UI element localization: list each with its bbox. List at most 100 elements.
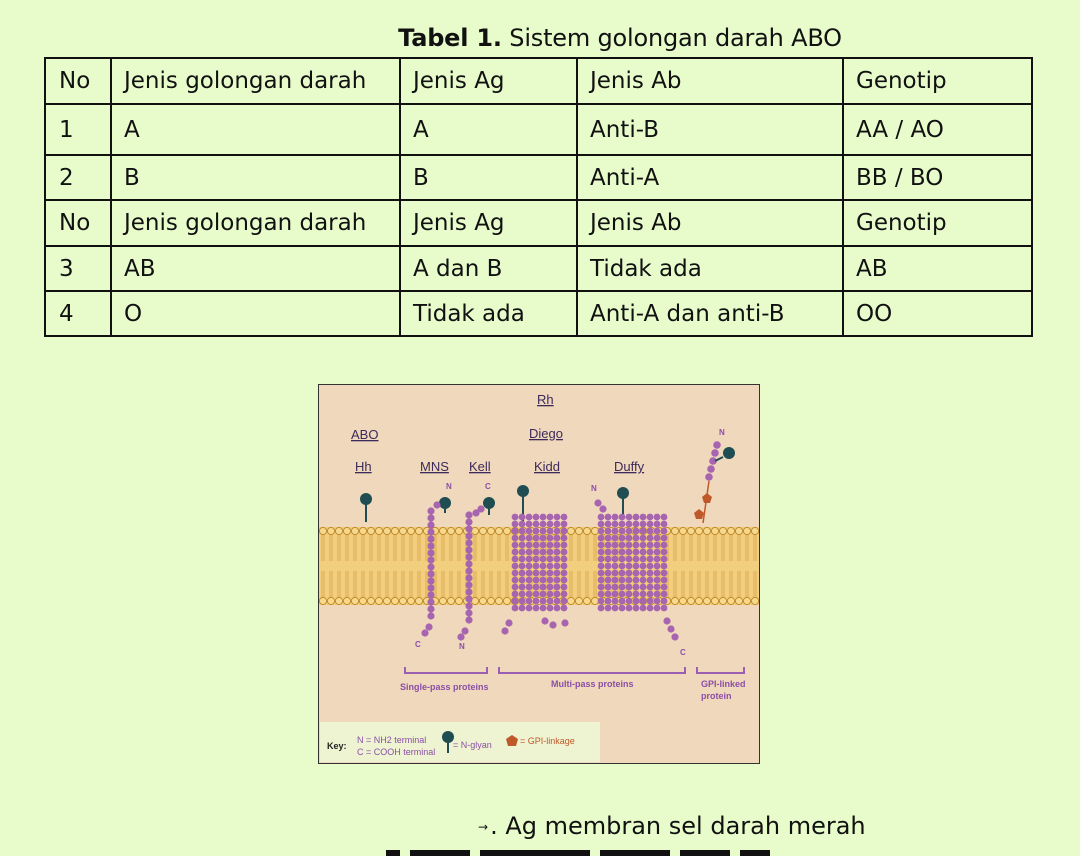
amino-acid-bead bbox=[604, 604, 612, 612]
amino-acid-bead bbox=[625, 527, 633, 535]
lipid-head bbox=[686, 596, 696, 606]
amino-acid-bead bbox=[539, 569, 547, 577]
amino-acid-bead bbox=[546, 520, 554, 528]
table-cell: A bbox=[110, 103, 401, 156]
amino-acid-bead bbox=[618, 527, 626, 535]
amino-acid-bead bbox=[546, 604, 554, 612]
amino-acid-bead bbox=[553, 548, 561, 556]
amino-acid-bead bbox=[532, 513, 540, 521]
lipid-head bbox=[334, 596, 344, 606]
amino-acid-bead bbox=[625, 520, 633, 528]
amino-acid-bead bbox=[539, 583, 547, 591]
amino-acid-bead bbox=[660, 527, 668, 535]
table-cell: A bbox=[399, 103, 578, 156]
lipid-head bbox=[718, 526, 728, 536]
amino-acid-bead bbox=[632, 548, 640, 556]
glycan-head bbox=[517, 485, 529, 497]
amino-acid-bead bbox=[707, 465, 715, 473]
amino-acid-bead bbox=[539, 513, 547, 521]
amino-acid-bead bbox=[532, 541, 540, 549]
table-row: 4 O Tidak ada Anti-A dan anti-B OO bbox=[44, 290, 1033, 337]
amino-acid-bead bbox=[625, 597, 633, 605]
amino-acid-bead bbox=[604, 590, 612, 598]
amino-acid-bead bbox=[618, 548, 626, 556]
lipid-head bbox=[702, 526, 712, 536]
table-cell: BB / BO bbox=[842, 154, 1033, 201]
amino-acid-bead bbox=[553, 541, 561, 549]
amino-acid-bead bbox=[646, 534, 654, 542]
amino-acid-bead bbox=[604, 597, 612, 605]
amino-acid-bead bbox=[639, 520, 647, 528]
amino-acid-bead bbox=[546, 576, 554, 584]
amino-acid-bead bbox=[639, 590, 647, 598]
amino-acid-bead bbox=[639, 569, 647, 577]
amino-acid-bead bbox=[611, 583, 619, 591]
amino-acid-bead bbox=[560, 576, 568, 584]
single-pass-label: Single-pass proteins bbox=[400, 682, 489, 692]
amino-acid-bead bbox=[713, 441, 721, 449]
amino-acid-bead bbox=[646, 590, 654, 598]
amino-acid-bead bbox=[427, 605, 435, 613]
amino-acid-bead bbox=[625, 555, 633, 563]
amino-acid-bead bbox=[525, 555, 533, 563]
amino-acid-bead bbox=[646, 513, 654, 521]
amino-acid-bead bbox=[518, 604, 526, 612]
amino-acid-bead bbox=[465, 553, 473, 561]
amino-acid-bead bbox=[660, 569, 668, 577]
amino-acid-bead bbox=[518, 534, 526, 542]
lipid-head bbox=[734, 596, 744, 606]
amino-acid-bead bbox=[611, 604, 619, 612]
lipid-head bbox=[734, 526, 744, 536]
amino-acid-bead bbox=[604, 513, 612, 521]
amino-acid-bead bbox=[611, 534, 619, 542]
amino-acid-bead bbox=[427, 528, 435, 536]
lipid-head bbox=[342, 526, 352, 536]
amino-acid-bead bbox=[465, 546, 473, 554]
gpi-label-2: protein bbox=[701, 691, 732, 701]
amino-acid-bead bbox=[625, 576, 633, 584]
lipid-head bbox=[446, 526, 456, 536]
amino-acid-bead bbox=[518, 541, 526, 549]
cut-off-text-line bbox=[386, 850, 826, 856]
table-cell: B bbox=[110, 154, 401, 201]
key-n: N = NH2 terminal bbox=[357, 735, 426, 745]
lipid-head bbox=[486, 526, 496, 536]
terminal-c-duffy: C bbox=[680, 648, 686, 657]
amino-acid-bead bbox=[632, 520, 640, 528]
amino-acid-bead bbox=[532, 569, 540, 577]
amino-acid-bead bbox=[646, 555, 654, 563]
amino-acid-bead bbox=[457, 633, 465, 641]
amino-acid-bead bbox=[597, 520, 605, 528]
amino-acid-bead bbox=[525, 569, 533, 577]
amino-acid-bead bbox=[618, 569, 626, 577]
terminal-c-kell: C bbox=[485, 482, 491, 491]
amino-acid-bead bbox=[560, 548, 568, 556]
table-cell: Jenis Ag bbox=[399, 57, 578, 105]
amino-acid-bead bbox=[646, 527, 654, 535]
amino-acid-bead bbox=[427, 584, 435, 592]
amino-acid-bead bbox=[639, 576, 647, 584]
table-cell: Jenis golongan darah bbox=[110, 199, 401, 247]
amino-acid-bead bbox=[511, 527, 519, 535]
table-cell: AB bbox=[110, 245, 401, 292]
amino-acid-bead bbox=[632, 590, 640, 598]
amino-acid-bead bbox=[427, 598, 435, 606]
lipid-head bbox=[454, 526, 464, 536]
amino-acid-bead bbox=[525, 527, 533, 535]
amino-acid-bead bbox=[539, 548, 547, 556]
amino-acid-bead bbox=[611, 597, 619, 605]
amino-acid-bead bbox=[518, 520, 526, 528]
amino-acid-bead bbox=[532, 583, 540, 591]
amino-acid-bead bbox=[427, 514, 435, 522]
amino-acid-bead bbox=[604, 527, 612, 535]
amino-acid-bead bbox=[653, 604, 661, 612]
amino-acid-bead bbox=[646, 541, 654, 549]
amino-acid-bead bbox=[639, 604, 647, 612]
amino-acid-bead bbox=[653, 541, 661, 549]
amino-acid-bead bbox=[611, 562, 619, 570]
amino-acid-bead bbox=[639, 555, 647, 563]
table-cell: Genotip bbox=[842, 57, 1033, 105]
amino-acid-bead bbox=[553, 576, 561, 584]
amino-acid-bead bbox=[660, 597, 668, 605]
amino-acid-bead bbox=[532, 527, 540, 535]
